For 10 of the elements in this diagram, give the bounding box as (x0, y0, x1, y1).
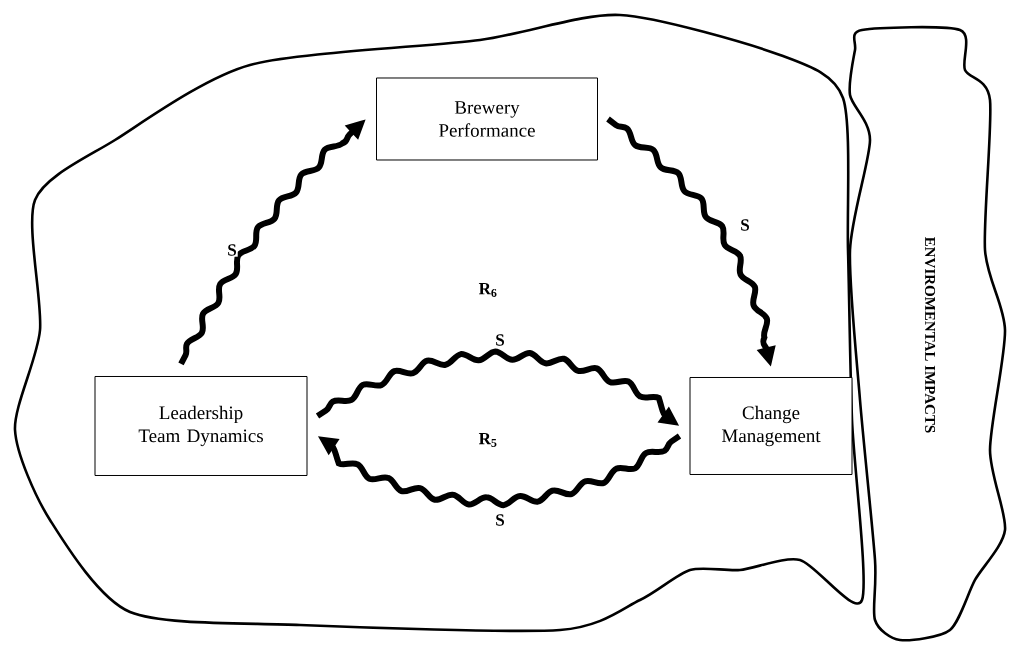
text-box: Change Management (689, 377, 853, 475)
boundary-outline (13, 13, 865, 633)
edge-label: S (226, 243, 238, 257)
loop-label: R$_{6}$ (478, 283, 497, 297)
edge-label: S (494, 513, 506, 527)
text-box: Brewery Performance (376, 77, 598, 161)
text-box: Leadership Team Dynamics (94, 376, 308, 476)
edge-label: S (494, 333, 506, 347)
loop-label: R$_{5}$ (478, 433, 497, 447)
edge-label: S (739, 218, 751, 232)
